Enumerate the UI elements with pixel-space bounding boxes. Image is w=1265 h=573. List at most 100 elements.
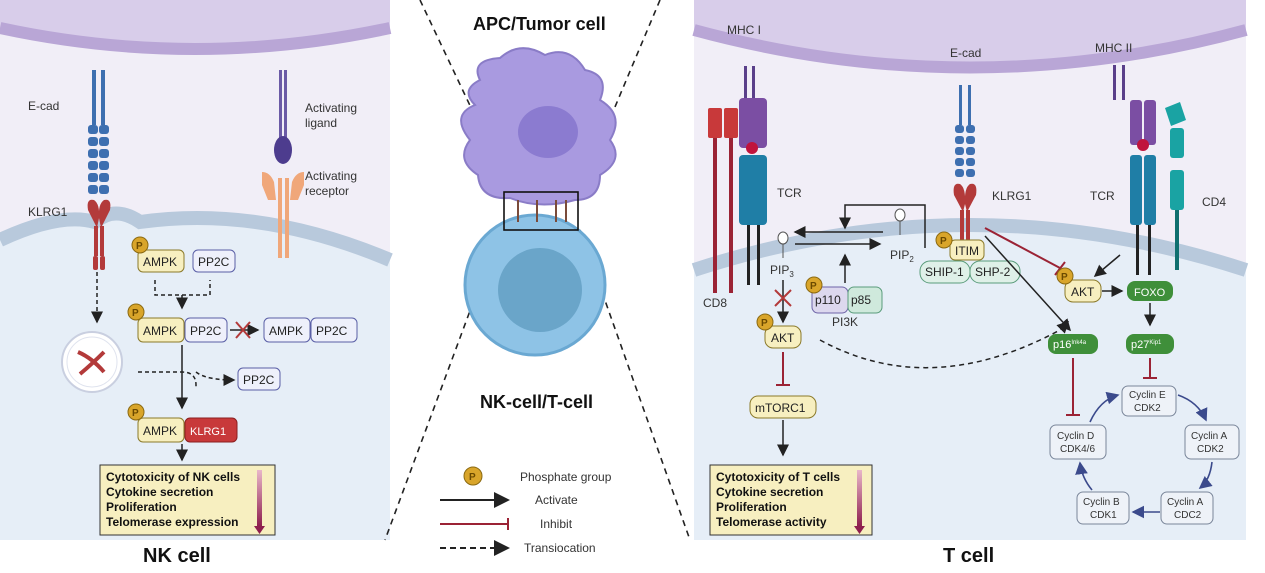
tcr-left-label: TCR	[777, 186, 802, 200]
p27-label: p27Kip1	[1131, 339, 1162, 351]
activating-receptor-label-1: Activating	[305, 169, 357, 183]
immune-cell-nucleus	[498, 248, 582, 332]
nk-output-decrease-bar	[257, 470, 262, 526]
nk-ampk-box-3	[137, 417, 185, 443]
nk-output-decrease-icon	[254, 526, 265, 534]
cyclin-e-label-2: CDK2	[1134, 403, 1161, 414]
p16-box	[1048, 334, 1098, 354]
t-output-decrease-bar	[857, 470, 862, 526]
nk-pp2c-released-box	[237, 367, 281, 391]
cyclin-a2-label-1: Cyclin A	[1167, 497, 1203, 508]
nk-output-4: Telomerase expression	[106, 515, 239, 529]
cyclin-a2-label-2: CDC2	[1174, 510, 1202, 521]
akt-right-box	[1064, 279, 1102, 303]
legend-inhibit-icon	[440, 518, 509, 530]
foxo-label: FOXO	[1134, 287, 1166, 299]
activating-ligand-label-1: Activating	[305, 101, 357, 115]
pip3-icon	[777, 231, 789, 245]
synapse-receptors	[517, 200, 567, 222]
mtorc1-box	[749, 395, 817, 419]
t-output-1: Cytotoxicity of T cells	[716, 470, 840, 484]
mtorc1-label: mTORC1	[755, 401, 806, 415]
p27-inhibit-cycline	[1143, 358, 1157, 379]
cyclin-e-box	[1121, 385, 1177, 417]
cyclin-d-label-1: Cyclin D	[1057, 431, 1094, 442]
shp2-label: SHP-2	[975, 265, 1011, 279]
akt-left-label: AKT	[771, 331, 795, 345]
tcr-akt-arrow	[1093, 254, 1121, 277]
phosphate-icon	[756, 313, 774, 331]
tcr-left-icon	[739, 155, 767, 285]
nk-pp2c-free-box	[310, 317, 358, 343]
nk-internalized-klrg1-icon	[77, 350, 106, 376]
nk-pp2c-label-2: PP2C	[190, 324, 222, 338]
tcr-right-icon	[1130, 155, 1156, 275]
nk-block-x-icon	[235, 321, 251, 339]
nk-klrg1-icon	[87, 199, 111, 270]
t-klrg1-label: KLRG1	[992, 189, 1032, 203]
pip2-icon	[894, 208, 906, 222]
cyclin-b-label-2: CDK1	[1090, 510, 1117, 521]
cd4-label: CD4	[1202, 195, 1226, 209]
foxo-box	[1127, 281, 1173, 301]
nk-output-2: Cytokine secretion	[106, 485, 213, 499]
cd4-icon	[1165, 102, 1186, 270]
t-output-decrease-icon	[854, 526, 865, 534]
phosphate-icon	[127, 303, 145, 321]
phosphate-symbol: P	[940, 236, 947, 247]
activating-ligand-label-2: ligand	[305, 116, 337, 130]
nk-apc-region	[0, 0, 390, 49]
pip3-label: PIP3	[770, 263, 794, 279]
cyclin-b-label-1: Cyclin B	[1083, 497, 1120, 508]
mhc2-icon	[1113, 65, 1156, 151]
nk-panel: E-cad KLRG1 Activating ligand Activating…	[0, 0, 393, 567]
pip2-label: PIP2	[890, 248, 914, 264]
activating-receptor-icon	[262, 172, 304, 258]
nk-pp2c-free-label: PP2C	[316, 324, 348, 338]
nk-klrg1-box-label: KLRG1	[190, 426, 226, 438]
nk-endosome-inner	[66, 336, 118, 388]
nk-klrg1-box	[184, 417, 238, 443]
nk-panel-title: NK cell	[143, 545, 211, 567]
pip3-block-x-icon	[774, 289, 792, 307]
klrg1-inhibit-akt	[984, 227, 1066, 276]
center-panel: APC/Tumor cell NK-cell/T-cell P Phosphat…	[384, 0, 691, 556]
cycle-arrow-e-a1	[1177, 394, 1208, 422]
nk-ampk-label-2: AMPK	[143, 324, 177, 338]
cycle-arrow-b-d	[1075, 461, 1093, 491]
nk-klrg1-label: KLRG1	[28, 205, 68, 219]
p27-box	[1126, 334, 1174, 354]
p85-label: p85	[851, 293, 871, 307]
klrg1-p16-arrow	[984, 235, 1072, 332]
nk-ampk-label-1: AMPK	[143, 255, 177, 269]
t-ecad-label: E-cad	[950, 46, 981, 60]
center-top-title: APC/Tumor cell	[473, 14, 606, 34]
phosphate-symbol: P	[810, 281, 817, 292]
legend-phosphate-label: Phosphate group	[520, 470, 612, 484]
pi3k-label: PI3K	[832, 315, 858, 329]
t-output-4: Telomerase activity	[716, 515, 827, 529]
ship-loop-arrow	[839, 204, 926, 248]
legend-phosphate-icon	[463, 466, 483, 486]
nk-output-1: Cytotoxicity of NK cells	[106, 470, 240, 484]
cycle-arrow-a1-a2	[1198, 461, 1213, 490]
nk-output-3: Proliferation	[106, 500, 177, 514]
nk-pp2c-box-2	[184, 317, 228, 343]
nk-output-box	[99, 464, 276, 536]
legend-inhibit-label: Inhibit	[540, 517, 573, 531]
shp2-box	[969, 260, 1021, 284]
akt-left-box	[764, 325, 802, 349]
itim-label: ITIM	[955, 244, 979, 258]
cycle-arrow-d-e	[1089, 391, 1120, 423]
cyclin-a1-label-2: CDK2	[1197, 444, 1224, 455]
synapse-zoom-box	[503, 191, 579, 231]
cd8-label: CD8	[703, 296, 727, 310]
t-panel-title: T cell	[943, 545, 994, 567]
p16-inhibit-cyclind	[1066, 358, 1080, 416]
cyclin-d-label-2: CDK4/6	[1060, 444, 1095, 455]
legend-phosphate-symbol: P	[469, 472, 476, 483]
phosphate-symbol: P	[136, 241, 143, 252]
legend-activate-label: Activate	[535, 493, 578, 507]
mhc1-icon	[739, 66, 767, 154]
